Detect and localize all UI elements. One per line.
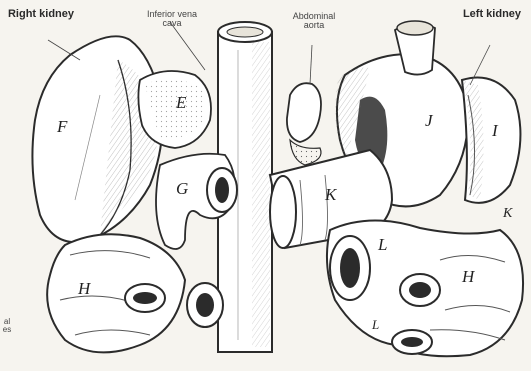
structure-l-coils-shape (327, 220, 523, 356)
letter-g: G (176, 180, 188, 198)
label-inferior-vena-cava: Inferior vena cava (145, 10, 199, 29)
letter-i: I (492, 122, 498, 140)
label-left-kidney: Left kidney (462, 9, 522, 21)
label-abdominal-aorta: Abdominal aorta (286, 12, 342, 31)
letter-l-small: L (372, 318, 379, 332)
letter-f: F (57, 118, 67, 136)
label-corner-fragment: al es (0, 318, 14, 335)
letter-j: J (425, 112, 433, 130)
letter-h-right: H (462, 268, 474, 286)
label-right-kidney: Right kidney (6, 9, 76, 21)
structure-h-left-shape (47, 234, 223, 352)
letter-e: E (176, 94, 186, 112)
abdominal-aorta-shape (287, 83, 321, 142)
letter-k-right: K (503, 207, 512, 222)
letter-k-center: K (325, 186, 336, 204)
letter-l-center: L (378, 236, 387, 254)
letter-h-left: H (78, 280, 90, 298)
